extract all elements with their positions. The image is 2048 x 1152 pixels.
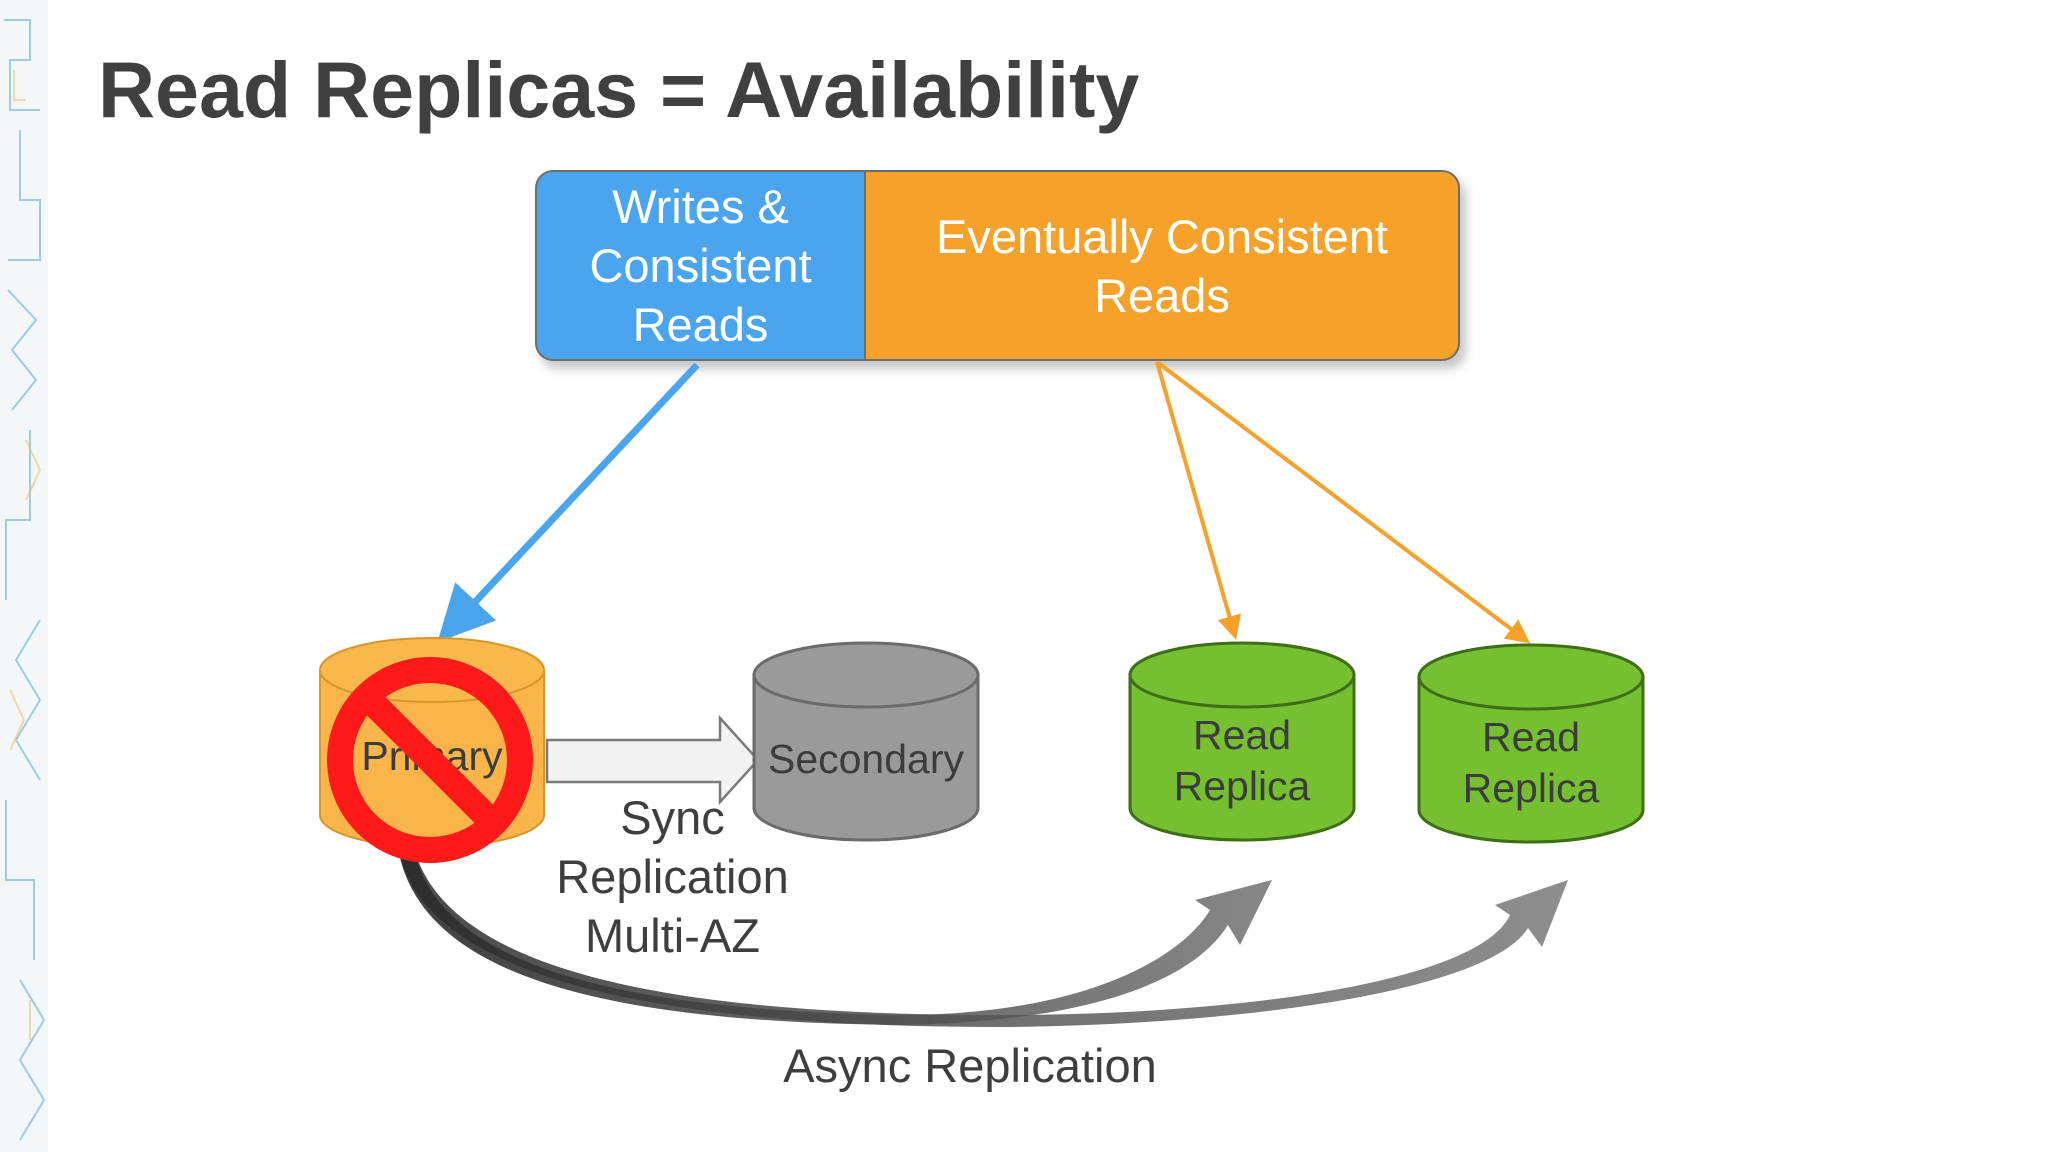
read-replica-1-label: Read Replica — [1173, 712, 1311, 809]
write-arrow — [437, 362, 700, 643]
secondary-db-cylinder — [752, 641, 980, 842]
secondary-label: Secondary — [767, 736, 964, 782]
eventually-consistent-reads-box: Eventually Consistent Reads — [864, 170, 1460, 361]
writes-consistent-reads-box: Writes & Consistent Reads — [535, 170, 864, 361]
circuit-pattern-icon — [4, 19, 46, 1141]
writes-consistent-reads-label: Writes & Consistent Reads — [589, 180, 812, 351]
page-title: Read Replicas = Availability — [98, 45, 1140, 134]
read-replica-2-cylinder — [1417, 643, 1645, 844]
async-replication-label: Async Replication — [783, 1039, 1157, 1092]
eventually-consistent-reads-label: Eventually Consistent Reads — [936, 209, 1388, 322]
prohibited-icon — [327, 657, 533, 863]
read-arrow-2 — [1155, 360, 1531, 644]
read-replica-2-label: Read Replica — [1462, 714, 1600, 811]
sync-replication-arrow — [545, 714, 760, 806]
sync-replication-label: Sync Replication Multi-AZ — [556, 791, 789, 962]
read-arrow-1 — [1155, 361, 1242, 640]
read-replica-1-cylinder — [1128, 641, 1356, 842]
decorative-strip — [0, 0, 48, 1152]
